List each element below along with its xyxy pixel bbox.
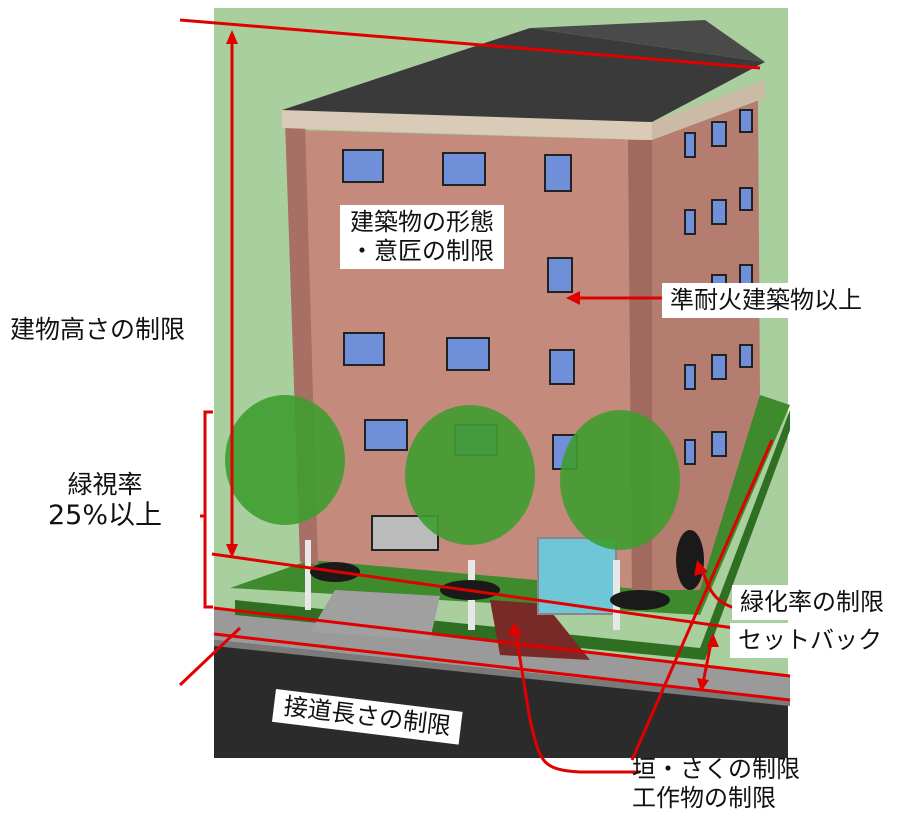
form-design-line1: 建築物の形態 [350,208,494,236]
arrowheads [226,30,719,692]
setback-arrowhead-bottom [697,678,709,692]
greening-arrowhead [694,560,708,576]
green-view-bracket [203,410,213,609]
height-arrow-top [226,30,238,44]
green-view-line1: 緑視率 [67,470,143,499]
building-height-label: 建物高さの制限 [10,315,186,344]
roof-right [530,20,765,62]
windows-front [342,149,578,470]
fence-arrowhead [508,622,522,636]
setback-label: セットバック [730,623,890,658]
fence-line1: 垣・さくの制限 [632,755,800,783]
quasi-fireproof-label: 準耐火建築物以上 [662,283,870,318]
cornice-front [282,110,652,140]
height-top-line [179,18,761,70]
setback-arrowhead-top [707,633,719,647]
setback-line-lower [213,632,791,702]
greening-rate-label: 緑化率の制限 [732,585,892,620]
fence-leader [513,627,640,774]
walkway [310,590,440,640]
setback-line-upper [213,606,791,678]
fence-label: 垣・さくの制限 工作物の制限 [632,755,800,813]
green-view-line2: 25%以上 [48,500,163,531]
annotation-lines [178,18,791,774]
height-arrow-bottom [226,544,238,558]
green-view-ratio-label: 緑視率 25%以上 [48,470,162,532]
cornice-right [652,80,765,140]
form-design-label: 建築物の形態 ・意匠の制限 [340,205,504,269]
roof-front [282,28,765,122]
form-design-line2: ・意匠の制限 [350,236,494,265]
right-slant-line [630,439,774,761]
curb [214,640,790,706]
fire-arrowhead [566,291,580,305]
trees [225,395,680,630]
fence-line2: 工作物の制限 [632,783,776,812]
left-slant-line [178,626,242,687]
